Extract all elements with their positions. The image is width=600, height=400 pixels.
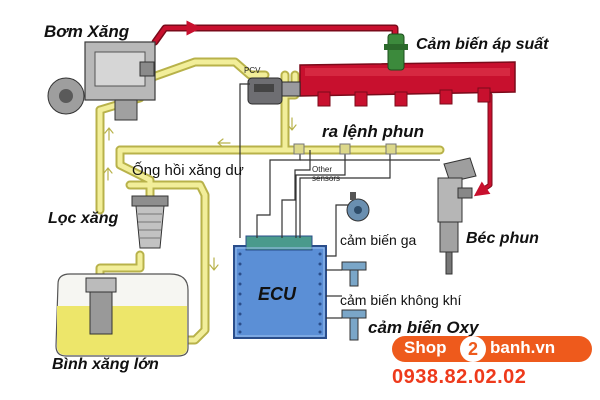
pcv-valve [247,77,301,105]
common-rail [299,61,516,107]
fuel-pump-part [47,41,156,121]
label-fuel-filter: Lọc xăng [48,210,119,227]
watermark-phone: 0938.82.02.02 [392,366,527,388]
oxygen-sensor-part [341,309,367,341]
watermark-domain: banh.vn [490,338,556,357]
label-injector: Béc phun [466,230,539,247]
fuel-tank-part [55,273,189,357]
label-air-sensor: cảm biến không khí [340,292,462,308]
watermark-shop: Shop [404,338,447,357]
air-sensor-part [341,261,367,287]
throttle-sensor-part [346,192,370,222]
label-fuel-pump: Bơm Xăng [44,22,130,41]
label-fuel-tank: Bình xăng lớn [52,356,159,373]
watermark-two-logo: 2 [460,336,486,362]
injector-part [437,157,477,275]
label-oxygen-sensor: cảm biến Oxy [368,318,479,337]
ecu-box [233,235,327,339]
low-pressure-lines [95,57,445,345]
label-throttle-sensor: cảm biến ga [340,232,417,248]
label-other-sensors: Other sensors [312,165,341,183]
label-ecu: ECU [258,284,297,304]
fuel-filter-part [131,195,169,249]
signal-wiring [239,83,440,319]
label-return-line: Ống hồi xăng dư [132,162,244,179]
label-pressure-sensor: Cảm biến áp suất [416,36,549,53]
watermark-badge [392,336,592,362]
label-injection-command: ra lệnh phun [322,122,424,141]
pressure-sensor-part [384,33,408,71]
label-pcv: PCV [244,66,261,75]
injector-feed-junctions [293,143,397,155]
